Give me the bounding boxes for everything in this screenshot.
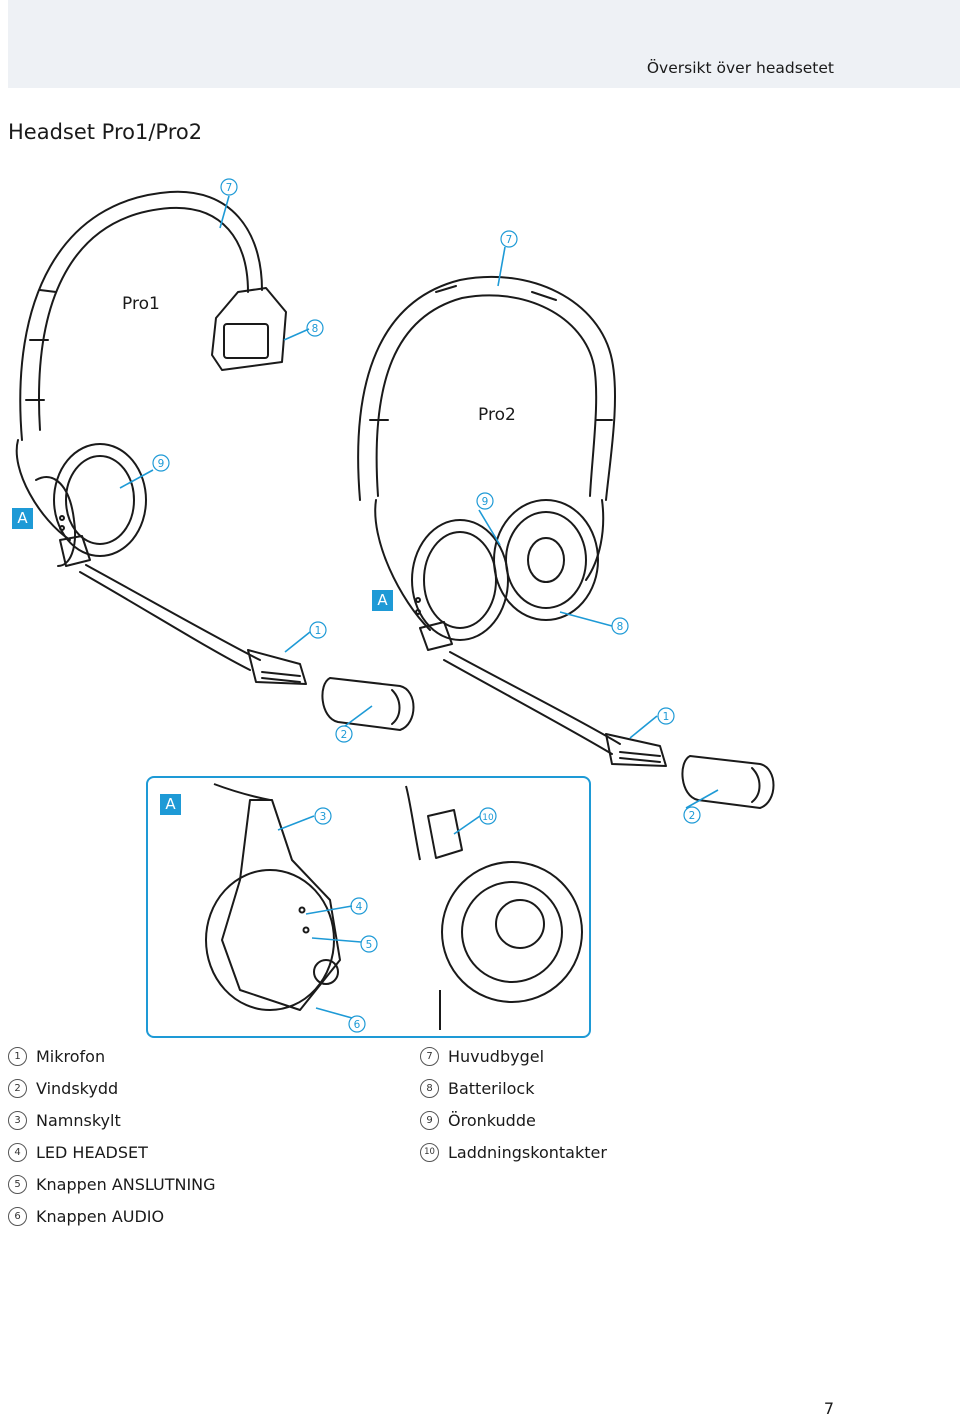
legend-number: 4 <box>8 1143 27 1162</box>
legend-number: 3 <box>8 1111 27 1130</box>
callout-7: 7 <box>506 234 513 246</box>
callout-1: 1 <box>315 625 322 637</box>
legend-number: 10 <box>420 1143 439 1162</box>
callout-8: 8 <box>617 621 624 633</box>
pro1-label: Pro1 <box>122 294 160 314</box>
legend-item: 1 Mikrofon <box>8 1046 105 1068</box>
page-title: Headset Pro1/Pro2 <box>8 120 203 144</box>
callout-10: 10 <box>482 813 494 823</box>
pro2-mic-boom <box>419 621 667 767</box>
legend-label: Laddningskontakter <box>448 1143 607 1162</box>
legend-item: 9 Öronkudde <box>420 1110 536 1132</box>
callout-2: 2 <box>341 729 348 741</box>
legend-item: 6 Knappen AUDIO <box>8 1206 164 1228</box>
legend-label: Huvudbygel <box>448 1047 545 1066</box>
detail-box <box>146 776 591 1038</box>
legend-number: 8 <box>420 1079 439 1098</box>
page-number: 7 <box>823 1399 834 1418</box>
callout-1: 1 <box>663 711 670 723</box>
legend-label: Namnskylt <box>36 1111 121 1130</box>
detail-marker-a: A <box>160 794 181 815</box>
callout-8: 8 <box>312 323 319 335</box>
pro1-mic-boom <box>59 535 307 685</box>
callout-6: 6 <box>354 1019 361 1031</box>
legend-item: 10 Laddningskontakter <box>420 1142 607 1164</box>
callout-5: 5 <box>366 939 373 951</box>
callout-3: 3 <box>320 811 327 823</box>
header-band <box>8 0 960 88</box>
legend-number: 7 <box>420 1047 439 1066</box>
legend-number: 9 <box>420 1111 439 1130</box>
callout-2: 2 <box>689 810 696 822</box>
detail-marker-a: A <box>12 508 33 529</box>
detail-illustration <box>205 783 583 1030</box>
legend-item: 8 Batterilock <box>420 1078 535 1100</box>
legend-item: 5 Knappen ANSLUTNING <box>8 1174 216 1196</box>
legend-item: 7 Huvudbygel <box>420 1046 544 1068</box>
legend-label: Knappen AUDIO <box>36 1207 165 1226</box>
pro2-left-earpiece <box>374 499 509 641</box>
callout-9: 9 <box>158 458 165 470</box>
legend-number: 6 <box>8 1207 27 1226</box>
legend-item: 3 Namnskylt <box>8 1110 121 1132</box>
legend-item: 2 Vindskydd <box>8 1078 118 1100</box>
legend-label: Mikrofon <box>36 1047 106 1066</box>
legend-item: 4 LED HEADSET <box>8 1142 148 1164</box>
pro1-windscreen <box>321 677 415 731</box>
detail-marker-a: A <box>372 590 393 611</box>
legend-label: Knappen ANSLUTNING <box>36 1175 216 1194</box>
pro1-headband <box>19 190 263 441</box>
pro2-label: Pro2 <box>478 405 516 425</box>
legend-number: 2 <box>8 1079 27 1098</box>
legend-label: Batterilock <box>448 1079 535 1098</box>
callout-4: 4 <box>356 901 363 913</box>
callout-9: 9 <box>482 496 489 508</box>
callout-numbers: 7 7 8 9 9 1 8 2 1 2 3 10 4 5 6 <box>152 178 701 1033</box>
pro2-windscreen <box>681 755 775 809</box>
pro1-earpiece <box>15 439 147 567</box>
legend-label: LED HEADSET <box>36 1143 148 1162</box>
pro2-right-earpiece <box>493 499 605 621</box>
legend-label: Öronkudde <box>448 1111 536 1130</box>
legend-number: 5 <box>8 1175 27 1194</box>
legend-number: 1 <box>8 1047 27 1066</box>
pro1-battery-lid <box>211 287 287 371</box>
callout-leaders <box>119 195 719 1019</box>
section-title: Översikt över headsetet <box>646 59 834 77</box>
legend-label: Vindskydd <box>36 1079 119 1098</box>
headset-illustration: 7 7 8 9 9 1 8 2 1 2 3 10 4 5 6 <box>15 178 775 1038</box>
pro2-headband <box>357 275 616 501</box>
callout-7: 7 <box>226 182 233 194</box>
